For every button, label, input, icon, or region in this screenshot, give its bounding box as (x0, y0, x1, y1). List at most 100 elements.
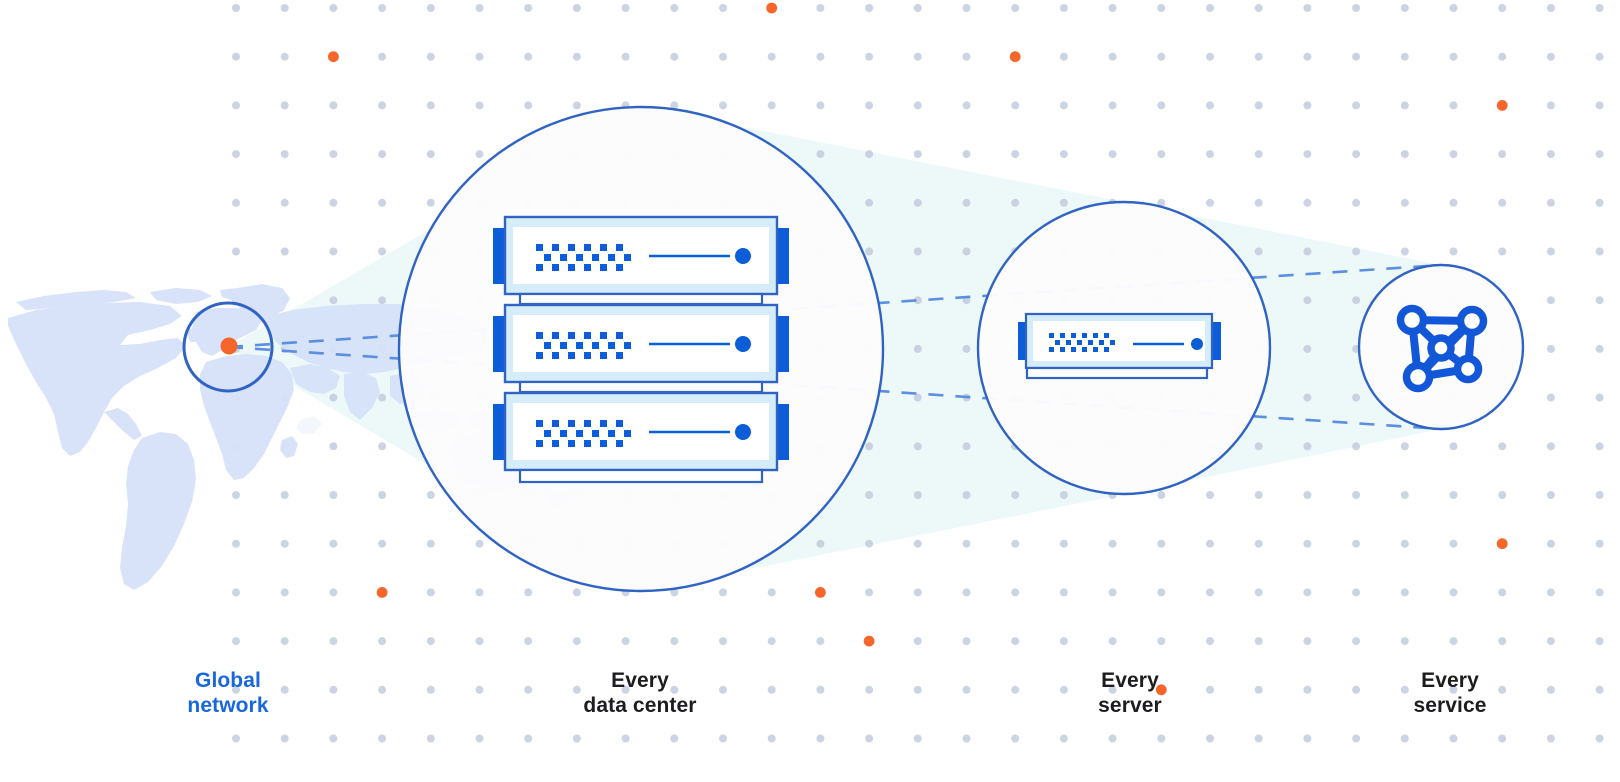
grid-dot (670, 4, 679, 12)
grid-dot (1108, 734, 1117, 743)
grid-dot (670, 734, 679, 743)
grid-dot (524, 734, 533, 743)
grid-dot (719, 588, 727, 597)
grid-dot (1449, 247, 1458, 256)
grid-dot (816, 685, 825, 694)
grid-dot (913, 685, 922, 694)
grid-dot (1595, 442, 1604, 451)
grid-dot (1157, 588, 1166, 597)
grid-dot (572, 637, 581, 646)
grid-dot (621, 685, 630, 694)
grid-dot (767, 685, 776, 694)
grid-dot (426, 101, 435, 110)
grid-dot (1498, 150, 1507, 159)
grid-dot (475, 685, 484, 694)
grid-dot (1595, 539, 1604, 548)
grid-dot (865, 491, 874, 499)
grid-dot (962, 344, 971, 353)
grid-dot (1206, 4, 1214, 12)
grid-dot (426, 588, 435, 597)
grid-dot (1059, 637, 1068, 646)
grid-dot (816, 734, 825, 743)
grid-dot (719, 4, 727, 12)
grid-dot (865, 539, 874, 548)
grid-dot (1595, 4, 1604, 12)
grid-dot (1498, 247, 1507, 256)
grid-dot (1595, 198, 1604, 207)
grid-dot (913, 101, 922, 110)
grid-dot (1595, 247, 1604, 256)
grid-dot (1352, 101, 1361, 110)
grid-dot (1449, 101, 1458, 110)
grid-dot (1546, 4, 1555, 12)
grid-dot (1449, 491, 1458, 499)
grid-dot (524, 637, 533, 646)
grid-dot (280, 247, 289, 256)
grid-dot (1449, 685, 1458, 694)
grid-dot (865, 101, 874, 110)
grid-dot (475, 734, 484, 743)
grid-dot (962, 4, 971, 12)
grid-dot (426, 52, 435, 61)
grid-dot (913, 734, 922, 743)
grid-dot (1352, 588, 1361, 597)
grid-dot (1400, 150, 1409, 159)
grid-dot (816, 539, 825, 548)
grid-dot (1303, 539, 1312, 548)
grid-dot (1498, 52, 1507, 61)
grid-dot (1352, 685, 1361, 694)
grid-dot (1352, 539, 1361, 548)
grid-dot (1449, 52, 1458, 61)
grid-dot (865, 198, 874, 207)
grid-dot (1352, 296, 1361, 305)
grid-dot (1059, 539, 1068, 548)
grid-dot (280, 685, 289, 694)
grid-dot (1011, 539, 1020, 548)
grid-dot (1400, 734, 1409, 743)
grid-dot (1254, 734, 1263, 743)
grid-dot (865, 442, 874, 451)
grid-dot (865, 4, 874, 12)
grid-dot (1157, 150, 1166, 159)
grid-dot-highlight (1496, 538, 1508, 550)
grid-dot (816, 101, 825, 110)
grid-dot (1400, 588, 1409, 597)
grid-dot (329, 539, 338, 548)
grid-dot (1059, 491, 1068, 499)
grid-dot (1303, 442, 1312, 451)
grid-dot (621, 637, 630, 646)
grid-dot (1206, 198, 1214, 207)
grid-dot (962, 52, 971, 61)
grid-dot (621, 52, 630, 61)
grid-dot (1400, 442, 1409, 451)
grid-dot (816, 150, 825, 159)
grid-dot (1254, 539, 1263, 548)
grid-dot (426, 4, 435, 12)
label-every-data-center: Every data center (583, 669, 697, 717)
grid-dot (572, 52, 581, 61)
grid-dot (1206, 734, 1214, 743)
grid-dot (1303, 150, 1312, 159)
server-vent-dots-2 (536, 332, 631, 359)
grid-dot (1011, 685, 1020, 694)
grid-dot-highlight (376, 587, 388, 598)
grid-dot (280, 150, 289, 159)
grid-dot (572, 101, 581, 110)
grid-dot (1254, 685, 1263, 694)
server-rack-icon (493, 215, 789, 484)
grid-dot (1108, 150, 1117, 159)
rack-connector-2 (518, 380, 764, 394)
grid-dot (1011, 4, 1020, 12)
grid-dot (1011, 588, 1020, 597)
grid-dot (524, 685, 533, 694)
grid-dot (378, 393, 387, 402)
grid-dot (378, 442, 387, 451)
grid-dot (280, 588, 289, 597)
grid-dot (962, 491, 971, 499)
grid-dot (1303, 247, 1312, 256)
grid-dot (1303, 52, 1312, 61)
rack-connector-1 (518, 292, 764, 306)
grid-dot (1400, 247, 1409, 256)
server-vent-dots-1 (536, 244, 631, 271)
